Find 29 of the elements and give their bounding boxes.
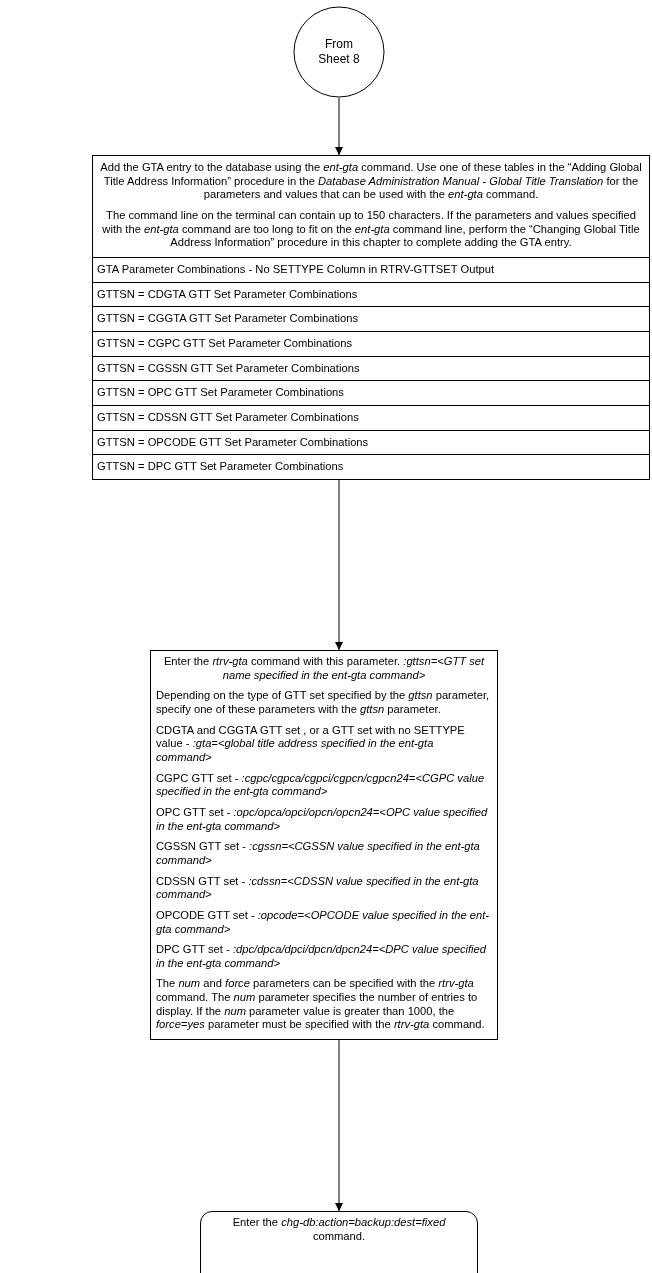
connector-label: From Sheet 8: [317, 37, 361, 67]
table-row: GTTSN = DPC GTT Set Parameter Combinations: [93, 454, 649, 479]
instruction-text: Add the GTA entry to the database using the ent-gta command. Use one of these tables in the “Adding Global Title Address Information” procedure in the Database Administration Manual - Global Title Translation for the parameters and values that can be used with the ent-gta command.: [99, 161, 643, 202]
process-box: [92, 155, 650, 480]
instruction-text: CGSSN GTT set - :cgssn=<CGSSN value specified in the ent-gta command>: [156, 840, 481, 868]
table-row: GTA Parameter Combinations - No SETTYPE Column in RTRV-GTTSET Output: [93, 256, 649, 282]
instruction-text: Depending on the type of GTT set specified by the gttsn parameter, specify one of these parameters with the gttsn parameter.: [156, 689, 491, 717]
instruction-text: Enter the chg-db:action=backup:dest=fixed command.: [231, 1216, 447, 1244]
instruction-text: The num and force parameters can be specified with the rtrv-gta command. The num parameter specifies the number of entries to display. If the num parameter value is greater than 1000, the force=yes parameter must be specified with the rtrv-gta command.: [156, 977, 486, 1033]
arrow: [335, 1039, 343, 1212]
instruction-text: The command line on the terminal can contain up to 150 characters. If the parameters and values specified with the ent-gta command are too long to fit on the ent-gta command line, perform the “Changing Global Title Address Information” procedure in this chapter to complete adding the GTA entry.: [101, 208, 641, 250]
arrow: [335, 479, 343, 651]
table-row: GTTSN = OPCODE GTT Set Parameter Combinations: [93, 429, 649, 455]
terminator-box: [200, 1211, 478, 1273]
table-row: GTTSN = OPC GTT Set Parameter Combinations: [93, 380, 649, 405]
table-row: GTTSN = CGSSN GTT Set Parameter Combinations: [93, 355, 649, 381]
instruction-text: OPCODE GTT set - :opcode=<OPCODE value specified in the ent-gta command>: [156, 908, 491, 937]
table-row: GTTSN = CGGTA GTT Set Parameter Combinations: [93, 306, 649, 331]
instruction-text: CGPC GTT set - :cgpc/cgpca/cgpci/cgpcn/cgpcn24=<CGPC value specified in the ent-gta command>: [156, 771, 486, 799]
table-row: GTTSN = CDSSN GTT Set Parameter Combinations: [93, 404, 649, 430]
instruction-text: OPC GTT set - :opc/opca/opci/opcn/opcn24=<OPC value specified in the ent-gta command>: [156, 805, 489, 834]
table-row: GTTSN = CDGTA GTT Set Parameter Combinations: [93, 281, 649, 307]
instruction-text: Enter the rtrv-gta command with this parameter. :gttsn=<GTT set name specified in the ent-gta command>: [162, 655, 486, 683]
instruction-text: CDGTA and CGGTA GTT set , or a GTT set with no SETTYPE value - :gta=<global title address specified in the ent-gta command>: [156, 723, 466, 765]
arrow: [335, 97, 343, 156]
table-row: GTTSN = CGPC GTT Set Parameter Combinations: [93, 330, 649, 356]
instruction-text: DPC GTT set - :dpc/dpca/dpci/dpcn/dpcn24=<DPC value specified in the ent-gta command>: [156, 943, 488, 971]
instruction-text: CDSSN GTT set - :cdssn=<CDSSN value specified in the ent-gta command>: [156, 874, 480, 902]
process-box: [150, 650, 498, 1041]
